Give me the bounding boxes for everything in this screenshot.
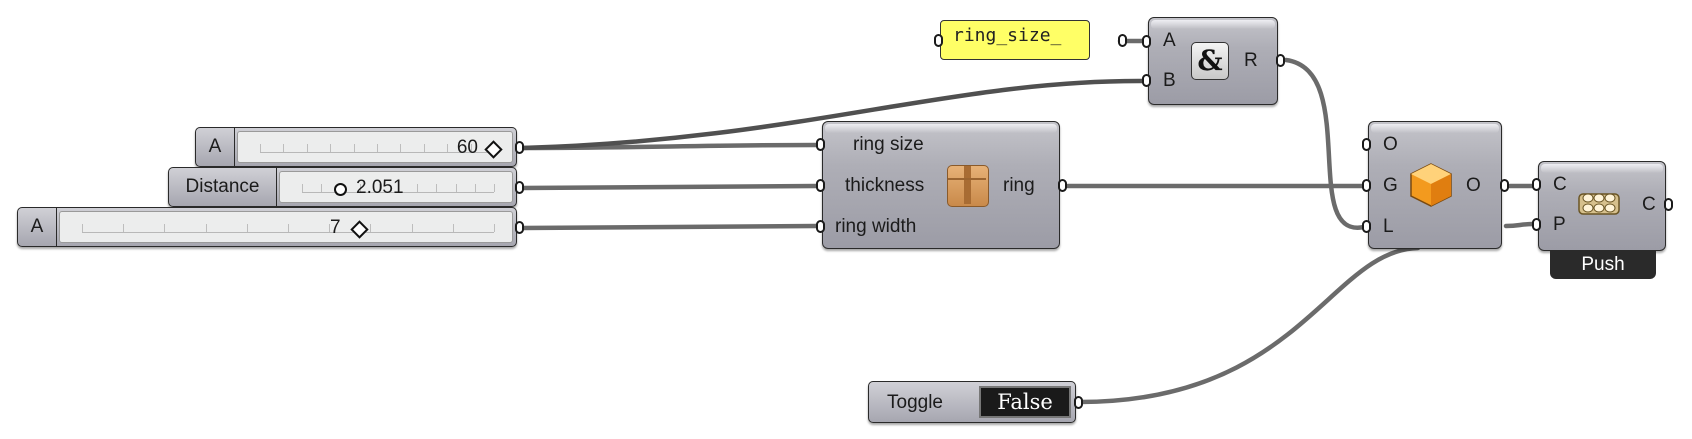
panel-output-pin[interactable] [1118, 34, 1127, 47]
geometry-output-o-label: O [1466, 175, 1481, 196]
cluster-input-ring-size-label: ring size [853, 134, 924, 155]
cluster-input-thickness-pin[interactable] [816, 179, 825, 192]
cluster-input-ring-width-pin[interactable] [816, 220, 825, 233]
and-input-b-pin[interactable] [1142, 74, 1151, 87]
egg-carton-icon [1578, 193, 1620, 215]
slider-value: 60 [456, 137, 478, 158]
and-output-r-label: R [1244, 50, 1258, 71]
slider-distance-output-pin[interactable] [515, 181, 524, 194]
ampersand-icon: & [1191, 42, 1229, 80]
cluster-input-ring-size-pin[interactable] [816, 138, 825, 151]
push-output-c-pin[interactable] [1664, 198, 1673, 211]
slider-a-60[interactable]: A 60 [195, 127, 517, 167]
geometry-output-o-pin[interactable] [1500, 179, 1509, 192]
slider-a-60-output-pin[interactable] [515, 141, 524, 154]
geometry-input-o-label: O [1383, 134, 1398, 155]
wire-toggle-to-l [1077, 245, 1421, 405]
push-output-c-label: C [1642, 194, 1656, 215]
wire-slider-a-to-and-b [519, 78, 1146, 151]
wire-slider-7-to-ring-width [519, 223, 819, 231]
geometry-input-o-pin[interactable] [1362, 138, 1371, 151]
cluster-output-ring-pin[interactable] [1058, 179, 1067, 192]
push-input-p-pin[interactable] [1532, 218, 1541, 231]
slider-a-7[interactable]: A 7 [17, 207, 517, 247]
cluster-output-ring-label: ring [1003, 175, 1035, 196]
and-component[interactable]: A B & R [1148, 17, 1278, 105]
push-label: Push [1550, 251, 1656, 279]
push-component[interactable]: C P C [1538, 161, 1666, 251]
orange-cube-icon [1410, 163, 1452, 207]
slider-grip-circle-icon[interactable] [334, 183, 347, 196]
geometry-input-l-label: L [1383, 216, 1394, 237]
and-input-a-label: A [1163, 30, 1176, 51]
slider-a-7-output-pin[interactable] [515, 221, 524, 234]
cardboard-box-icon [947, 165, 989, 207]
and-input-b-label: B [1163, 70, 1176, 91]
slider-track[interactable]: 7 [59, 211, 513, 243]
toggle-value-button[interactable]: False [979, 386, 1071, 418]
push-input-c-pin[interactable] [1532, 178, 1541, 191]
slider-value: 7 [330, 217, 341, 238]
wire-and-r-to-l [1283, 57, 1367, 230]
and-input-a-pin[interactable] [1142, 35, 1151, 48]
geometry-input-g-label: G [1383, 175, 1398, 196]
geometry-input-l-pin[interactable] [1362, 220, 1371, 233]
boolean-toggle[interactable]: Toggle False [868, 381, 1076, 423]
ring-size-panel[interactable]: ring_size_ [940, 20, 1090, 60]
and-output-r-pin[interactable] [1276, 54, 1285, 67]
wire-push-p [1503, 221, 1537, 229]
slider-distance[interactable]: Distance 2.051 [168, 167, 517, 207]
wire-distance-to-thickness [519, 183, 819, 191]
toggle-output-pin[interactable] [1074, 396, 1083, 409]
push-input-c-label: C [1553, 174, 1567, 195]
slider-name: A [18, 208, 57, 246]
panel-text: ring_size_ [953, 25, 1062, 46]
panel-input-pin[interactable] [934, 34, 943, 47]
geometry-component[interactable]: O G L O [1368, 121, 1502, 249]
slider-value: 2.051 [356, 177, 404, 198]
cluster-input-ring-width-label: ring width [835, 216, 917, 237]
toggle-name: Toggle [887, 392, 943, 413]
cluster-input-thickness-label: thickness [845, 175, 925, 196]
slider-name: A [196, 128, 235, 166]
cluster-component[interactable]: ring size thickness ring width ring [822, 121, 1060, 249]
push-input-p-label: P [1553, 214, 1566, 235]
slider-name: Distance [169, 168, 277, 206]
geometry-input-g-pin[interactable] [1362, 179, 1371, 192]
slider-track[interactable]: 60 [237, 131, 513, 163]
slider-track[interactable]: 2.051 [279, 171, 513, 203]
